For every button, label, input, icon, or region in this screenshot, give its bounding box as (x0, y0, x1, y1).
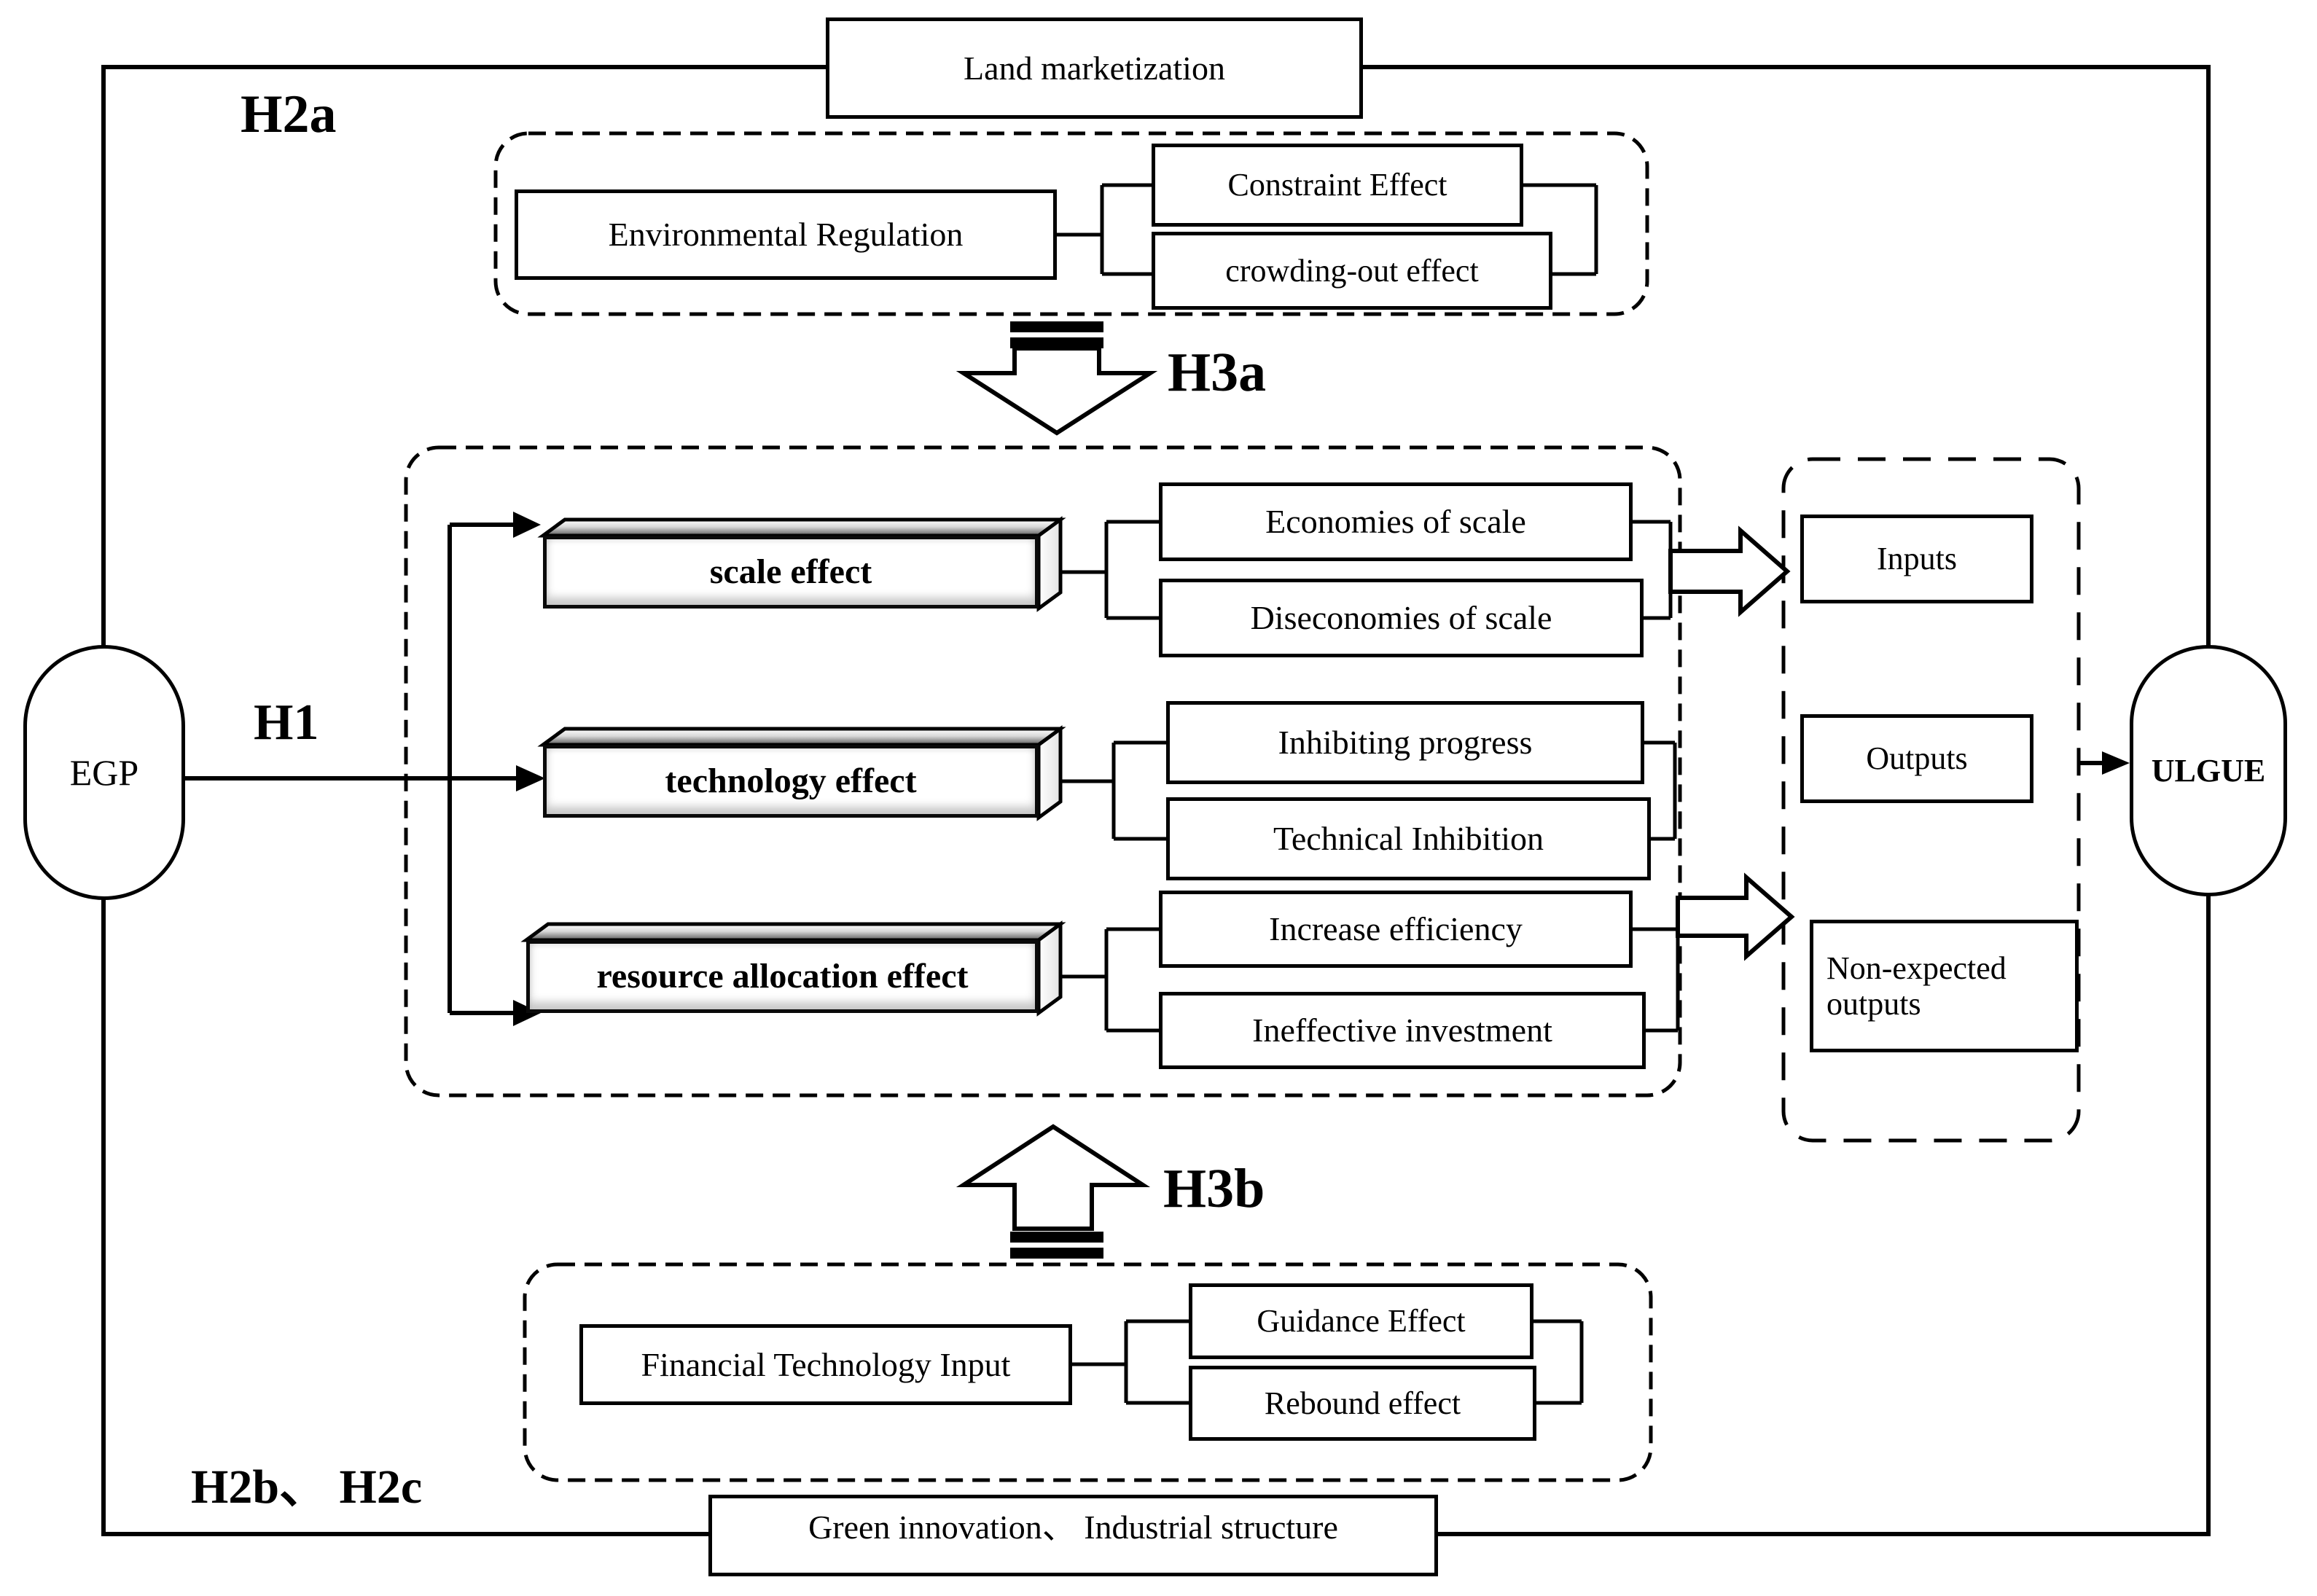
green-innovation-label: Green innovation、 Industrial structure (808, 1509, 1338, 1546)
efficiency-container (1781, 457, 2081, 1143)
economies-of-scale-box: Economies of scale (1159, 482, 1633, 561)
constraint-effect-label: Constraint Effect (1227, 167, 1447, 203)
fintech-brackets (1072, 1319, 1584, 1405)
ineffective-investment-label: Ineffective investment (1252, 1012, 1552, 1049)
non-expected-outputs-box: Non-expected outputs (1810, 920, 2079, 1052)
economies-of-scale-label: Economies of scale (1265, 503, 1526, 541)
scale-effect-label: scale effect (709, 552, 872, 592)
ineffective-investment-box: Ineffective investment (1159, 992, 1646, 1069)
guidance-effect-label: Guidance Effect (1257, 1303, 1466, 1339)
inputs-box: Inputs (1800, 515, 2033, 603)
h3b-label: H3b (1163, 1158, 1265, 1219)
resource-allocation-effect-label: resource allocation effect (596, 957, 969, 996)
inhibiting-progress-box: Inhibiting progress (1166, 701, 1644, 784)
scale-effect-box: scale effect (543, 536, 1039, 609)
technical-inhibition-label: Technical Inhibition (1273, 820, 1544, 858)
mechanism-container (404, 445, 1682, 1098)
increase-efficiency-label: Increase efficiency (1269, 910, 1523, 948)
technical-inhibition-box: Technical Inhibition (1166, 797, 1651, 880)
diseconomies-of-scale-label: Diseconomies of scale (1250, 599, 1552, 637)
rebound-effect-box: Rebound effect (1189, 1366, 1536, 1441)
technology-box-3d-faces (537, 725, 1066, 821)
scale-pair-brackets (1060, 520, 1673, 620)
scale-box-3d-faces (537, 516, 1066, 612)
regulation-container (493, 131, 1649, 316)
crowding-out-effect-box: crowding-out effect (1152, 232, 1552, 310)
crowding-out-effect-label: crowding-out effect (1225, 252, 1479, 289)
environmental-regulation-box: Environmental Regulation (515, 189, 1057, 280)
mechanism-branch-line (448, 523, 516, 1015)
outputs-box: Outputs (1800, 714, 2033, 803)
resource-pair-brackets (1060, 917, 1680, 1033)
diseconomies-of-scale-box: Diseconomies of scale (1159, 579, 1644, 657)
resource-allocation-effect-box: resource allocation effect (526, 940, 1039, 1013)
guidance-effect-box: Guidance Effect (1189, 1283, 1533, 1359)
environmental-regulation-label: Environmental Regulation (608, 216, 964, 254)
inputs-label: Inputs (1877, 541, 1957, 577)
regulation-brackets (1057, 183, 1598, 276)
resource-branch-arrowhead (513, 1000, 541, 1026)
ulgue-arrowhead (2102, 751, 2130, 775)
land-marketization-box: Land marketization (826, 17, 1363, 119)
h2a-label: H2a (241, 85, 337, 144)
ulgue-label: ULGUE (2151, 752, 2266, 789)
outputs-label: Outputs (1866, 740, 1968, 777)
inhibiting-progress-label: Inhibiting progress (1278, 724, 1533, 762)
financial-technology-input-box: Financial Technology Input (579, 1324, 1072, 1405)
constraint-effect-box: Constraint Effect (1152, 144, 1523, 227)
rebound-effect-label: Rebound effect (1264, 1385, 1461, 1421)
technology-pair-brackets (1060, 740, 1677, 841)
land-marketization-label: Land marketization (964, 49, 1225, 87)
egp-label: EGP (69, 752, 139, 793)
financial-technology-input-label: Financial Technology Input (641, 1345, 1011, 1383)
scale-branch-arrowhead (513, 512, 541, 538)
h1-label: H1 (254, 695, 319, 751)
increase-efficiency-box: Increase efficiency (1159, 891, 1633, 968)
resource-to-nonexpected-block-arrow (1676, 872, 1795, 961)
h2bc-label: H2b、 H2c (191, 1460, 423, 1514)
technology-effect-box: technology effect (543, 745, 1039, 818)
scale-to-inputs-block-arrow (1668, 525, 1791, 617)
h3a-block-arrow (956, 321, 1158, 436)
ulgue-node: ULGUE (2130, 645, 2287, 896)
h3b-block-arrow (956, 1124, 1151, 1259)
fintech-container (523, 1262, 1653, 1482)
h3a-label: H3a (1168, 342, 1267, 403)
egp-node: EGP (23, 645, 185, 900)
green-innovation-box: Green innovation、 Industrial structure (708, 1495, 1438, 1576)
non-expected-outputs-label: Non-expected outputs (1826, 950, 2007, 1022)
technology-effect-label: technology effect (665, 762, 917, 801)
h1-arrowhead (516, 765, 545, 791)
